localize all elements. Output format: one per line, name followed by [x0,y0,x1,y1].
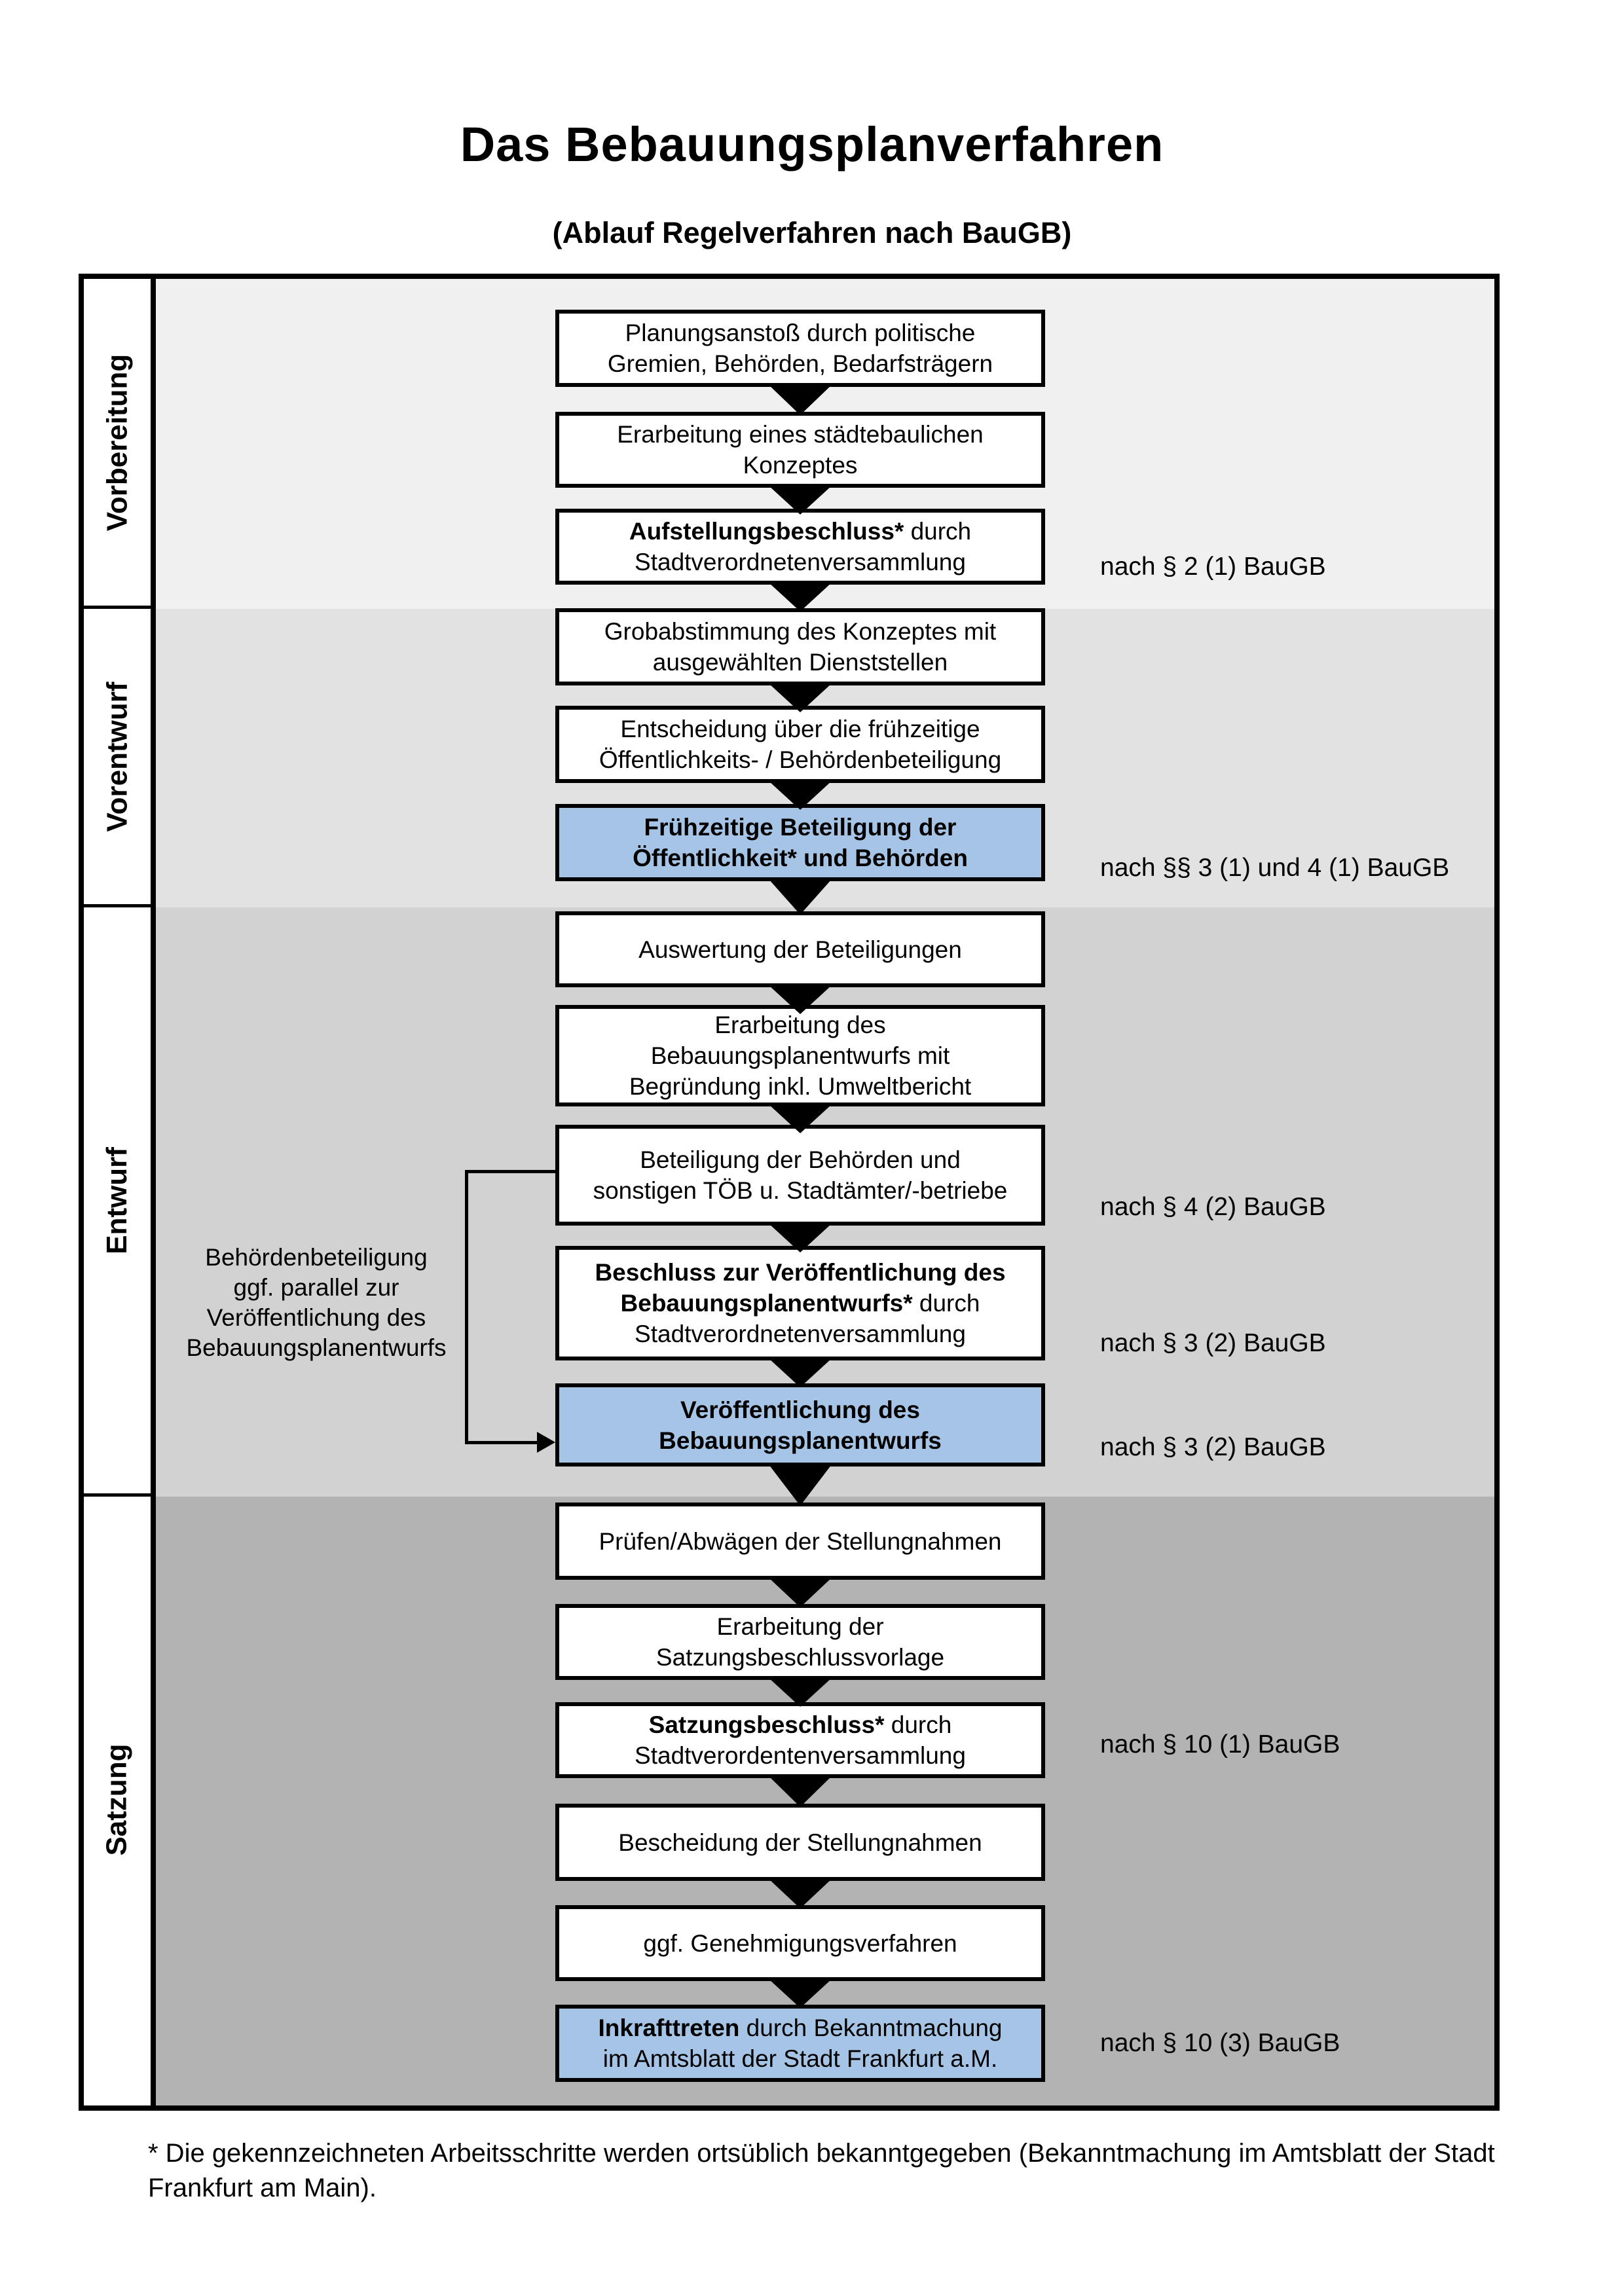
step-box-13: Erarbeitung der Satzungsbeschlussvorlage [555,1604,1045,1680]
flow-arrow-down-icon [769,1879,832,1908]
step-text: Frühzeitige Beteiligung der Öffentlichke… [633,814,968,871]
phase-column: Vorbereitung Vorentwurf Entwurf Satzung [84,279,156,2105]
flow-arrow-down-icon [769,985,832,1014]
phase-cell-vorbereitung: Vorbereitung [84,279,151,609]
legal-annotation: nach § 3 (2) BauGB [1100,1329,1326,1357]
flow-arrow-down-icon [769,1578,832,1607]
side-note: Behördenbeteiligung ggf. parallel zur Ve… [186,1244,447,1361]
flow-arrow-down-icon [769,683,832,712]
step-box-2: Erarbeitung eines städtebaulichen Konzep… [555,412,1045,488]
phase-label-satzung: Satzung [101,1743,134,1856]
step-box-14: Satzungsbeschluss* durch Stadtverordente… [555,1702,1045,1778]
flow-arrow-down-icon [769,385,832,415]
legal-annotation: nach § 3 (2) BauGB [1100,1433,1326,1461]
step-text: Prüfen/Abwägen der Stellungnahmen [599,1527,1002,1555]
connector-arrowhead-icon [537,1432,555,1453]
step-box-9: Beteiligung der Behörden und sonstigen T… [555,1125,1045,1226]
step-text: Grobabstimmung des Konzeptes mit ausgewä… [604,618,997,676]
step-box-10: Beschluss zur Veröffentlichung des Bebau… [555,1246,1045,1360]
step-box-15: Bescheidung der Stellungnahmen [555,1804,1045,1881]
legal-annotation: nach § 4 (2) BauGB [1100,1193,1326,1221]
step-box-16: ggf. Genehmigungsverfahren [555,1905,1045,1981]
legal-annotation: nach § 10 (1) BauGB [1100,1730,1340,1758]
flow-arrow-down-icon [769,1465,832,1506]
flow-arrow-down-icon [769,1358,832,1387]
flow-arrow-down-icon [769,1979,832,2008]
flow-arrow-down-icon [769,1104,832,1133]
phase-label-vorbereitung: Vorbereitung [101,354,133,531]
legal-annotation: nach § 10 (3) BauGB [1100,2029,1340,2057]
step-text: Planungsanstoß durch politische Gremien,… [607,319,993,377]
step-text: Erarbeitung eines städtebaulichen Konzep… [617,421,984,479]
flow-arrow-down-icon [769,1678,832,1707]
step-box-5: Entscheidung über die frühzeitige Öffent… [555,706,1045,783]
page-subtitle: (Ablauf Regelverfahren nach BauGB) [552,216,1072,249]
phase-cell-vorentwurf: Vorentwurf [84,609,151,907]
step-box-11: Veröffentlichung des Bebauungsplanentwur… [555,1383,1045,1467]
step-text: Beteiligung der Behörden und sonstigen T… [593,1146,1008,1204]
step-text: Satzungsbeschluss* durch Stadtverordente… [635,1711,966,1769]
step-text: Beschluss zur Veröffentlichung des Bebau… [595,1259,1006,1347]
step-box-12: Prüfen/Abwägen der Stellungnahmen [555,1503,1045,1580]
step-text: Erarbeitung des Bebauungsplanentwurfs mi… [629,1011,972,1100]
step-text: Inkrafttreten durch Bekanntmachung im Am… [598,2014,1003,2072]
connector-top-line [465,1170,555,1173]
step-box-7: Auswertung der Beteiligungen [555,911,1045,987]
step-box-1: Planungsanstoß durch politische Gremien,… [555,310,1045,387]
connector-bottom-line [465,1441,538,1444]
flow-arrow-down-icon [769,1776,832,1807]
page-title: Das Bebauungsplanverfahren [460,117,1164,172]
legal-annotation: nach § 2 (1) BauGB [1100,553,1326,581]
flow-arrow-down-icon [769,1224,832,1252]
step-text: Erarbeitung der Satzungsbeschlussvorlage [655,1613,945,1671]
footnote: * Die gekennzeichneten Arbeitsschritte w… [148,2139,1495,2202]
flow-arrow-down-icon [769,781,832,810]
flow-arrow-down-icon [769,486,832,515]
step-text: Auswertung der Beteiligungen [638,936,962,963]
phase-cell-satzung: Satzung [84,1497,151,2102]
step-text: ggf. Genehmigungsverfahren [643,1929,957,1957]
step-text: Entscheidung über die frühzeitige Öffent… [599,716,1002,773]
phase-label-entwurf: Entwurf [101,1146,134,1254]
step-box-8: Erarbeitung des Bebauungsplanentwurfs mi… [555,1005,1045,1106]
step-text: Aufstellungsbeschluss* durch Stadtverord… [629,518,972,575]
step-text: Bescheidung der Stellungnahmen [618,1829,982,1856]
process-board: Vorbereitung Vorentwurf Entwurf Satzung … [79,274,1500,2111]
step-box-3: Aufstellungsbeschluss* durch Stadtverord… [555,509,1045,585]
phase-cell-entwurf: Entwurf [84,907,151,1497]
legal-annotation: nach §§ 3 (1) und 4 (1) BauGB [1100,854,1450,882]
flow-arrow-down-icon [769,583,832,611]
step-box-17: Inkrafttreten durch Bekanntmachung im Am… [555,2005,1045,2082]
connector-vertical-line [465,1170,468,1444]
step-box-4: Grobabstimmung des Konzeptes mit ausgewä… [555,608,1045,685]
flow-arrow-down-icon [769,879,832,915]
step-text: Veröffentlichung des Bebauungsplanentwur… [659,1396,942,1454]
step-box-6: Frühzeitige Beteiligung der Öffentlichke… [555,804,1045,881]
phase-label-vorentwurf: Vorentwurf [101,682,133,831]
